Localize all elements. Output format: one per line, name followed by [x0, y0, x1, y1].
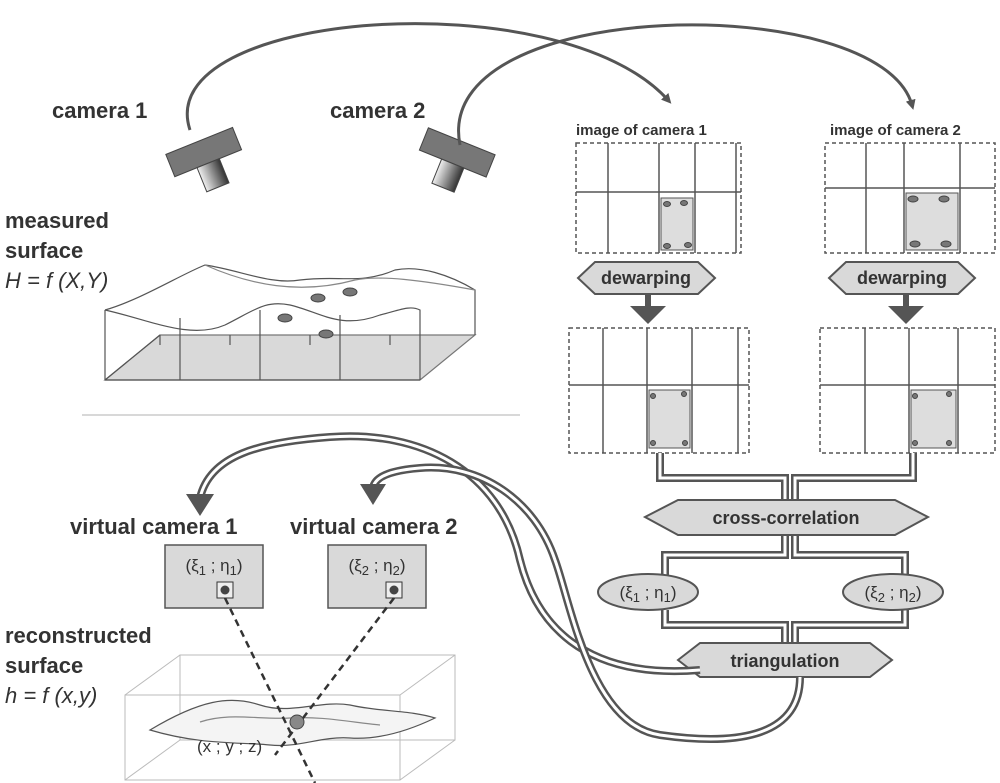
virtual-camera-1-title: virtual camera 1 [70, 514, 238, 539]
peak-2-node [842, 573, 944, 611]
reconstructed-surface-label-line1: reconstructed [5, 623, 152, 648]
image-camera-2-title: image of camera 2 [830, 122, 961, 139]
triangulation-node [676, 642, 894, 678]
virtual-camera-2-sensor [327, 544, 427, 609]
measured-surface-box [103, 264, 477, 381]
triangulation-label: triangulation [731, 651, 840, 671]
image-camera-1-frame [575, 142, 742, 254]
reconstructed-surface-label-line2: surface [5, 653, 83, 678]
image-camera-1-dots [663, 200, 692, 249]
virtual-camera-2-coords: (ξ2 ; η2) [348, 556, 405, 578]
camera-1-icon [165, 126, 243, 193]
measured-surface-formula: H = f (X,Y) [5, 268, 108, 293]
dewarping-1-arrow [630, 294, 666, 324]
image-camera-2-dots [907, 195, 952, 248]
image-camera-1-title: image of camera 1 [576, 122, 707, 139]
dewarped-image-2-dots [912, 391, 952, 446]
measured-surface-label-line2: surface [5, 238, 83, 263]
measured-surface-label-line1: measured [5, 208, 109, 233]
sight-line-1 [223, 597, 317, 783]
measured-surface-dots [277, 287, 358, 339]
peak-2-label: (ξ2 ; η2) [864, 583, 921, 605]
camera-1-label: camera 1 [52, 98, 147, 123]
image-camera-2-frame [824, 142, 996, 254]
virtual-camera-1-coords: (ξ1 ; η1) [185, 556, 242, 578]
reconstructed-point [289, 714, 305, 730]
camera-2-icon [418, 127, 496, 193]
camera-1-to-image-1-arrow [185, 22, 672, 131]
sight-line-2 [274, 597, 395, 756]
reconstructed-volume-box [124, 654, 456, 781]
virtual-camera-2-point [389, 585, 399, 595]
peak-1-node [597, 573, 699, 611]
cross-correlation-node [642, 499, 931, 536]
reconstructed-surface-formula: h = f (x,y) [5, 683, 97, 708]
dewarping-1-node [576, 261, 717, 295]
peak-1-label: (ξ1 ; η1) [619, 583, 676, 605]
dewarped-image-2-window [910, 389, 957, 449]
triangulation-to-virtual-cameras-arrows [186, 432, 804, 743]
reconstructed-point-label: (x ; y ; z) [197, 737, 262, 756]
virtual-camera-2-title: virtual camera 2 [290, 514, 458, 539]
dewarping-2-node [827, 261, 977, 295]
virtual-camera-1-point [220, 585, 230, 595]
dewarped-image-2-frame [819, 327, 996, 454]
cross-correlation-label: cross-correlation [712, 508, 859, 528]
dewarping-2-arrow [888, 294, 924, 324]
camera-2-label: camera 2 [330, 98, 425, 123]
camera-2-to-image-2-arrow [457, 23, 916, 146]
dewarped-image-1-window [648, 389, 691, 449]
dewarped-image-1-dots [650, 391, 688, 446]
virtual-camera-1-sensor [164, 544, 264, 609]
dewarping-1-label: dewarping [601, 268, 691, 288]
image-camera-2-interrogation-window [905, 192, 959, 251]
dewarping-2-label: dewarping [857, 268, 947, 288]
pipeline-connectors [656, 453, 917, 643]
